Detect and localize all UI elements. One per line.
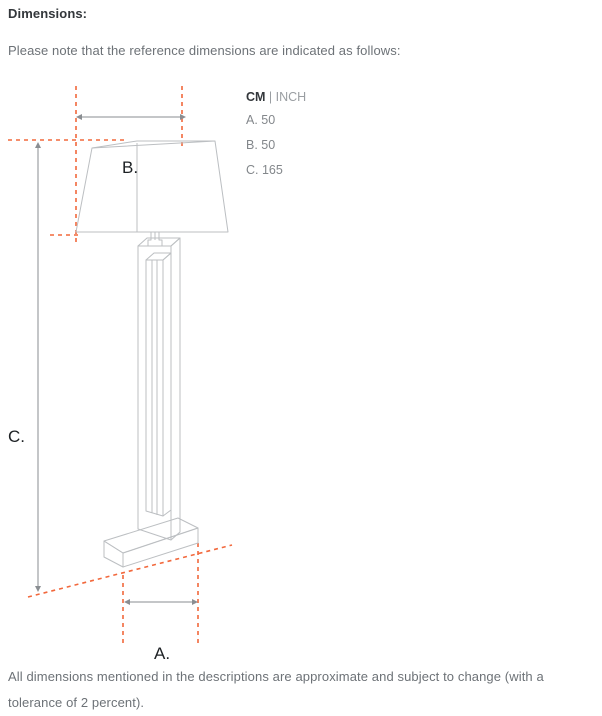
guide-lines [8, 86, 233, 645]
dimension-label-a: A. [154, 644, 171, 663]
lamp-column-inner-side [162, 252, 172, 517]
lamp-shade-outline [75, 140, 229, 233]
guide-floor-diagonal [27, 544, 233, 598]
intro-text: Please note that the reference dimension… [8, 43, 401, 58]
dimension-arrows [35, 114, 198, 605]
lamp-base-front-face [122, 527, 199, 568]
lamp-shade-top-ridge [91, 140, 215, 149]
tolerance-footnote: All dimensions mentioned in the descript… [8, 669, 544, 710]
dimension-legend: CM | INCH A. 50 B. 50 C. 165 [246, 86, 426, 183]
legend-unit-separator: | [265, 90, 276, 104]
lamp-line-drawing [8, 86, 233, 645]
lamp-column-inner-front [145, 259, 164, 517]
lamp-base-left-face [103, 540, 124, 568]
legend-unit-secondary: INCH [275, 90, 307, 104]
lamp-illustration [75, 140, 229, 568]
lamp-column-front-face [137, 245, 172, 541]
dimension-label-b: B. [122, 158, 139, 177]
legend-units: CM | INCH [246, 86, 426, 108]
page-title: Dimensions: [8, 6, 88, 21]
legend-unit-primary: CM [246, 90, 266, 104]
lamp-column-inner-top [145, 252, 172, 261]
legend-row-c: C. 165 [246, 163, 283, 177]
legend-row-a: A. 50 [246, 113, 276, 127]
product-dimension-diagram: B. C. A. [0, 70, 602, 663]
lamp-column-side-face [170, 237, 181, 541]
legend-row-b: B. 50 [246, 138, 276, 152]
dimension-label-c: C. [8, 427, 25, 446]
